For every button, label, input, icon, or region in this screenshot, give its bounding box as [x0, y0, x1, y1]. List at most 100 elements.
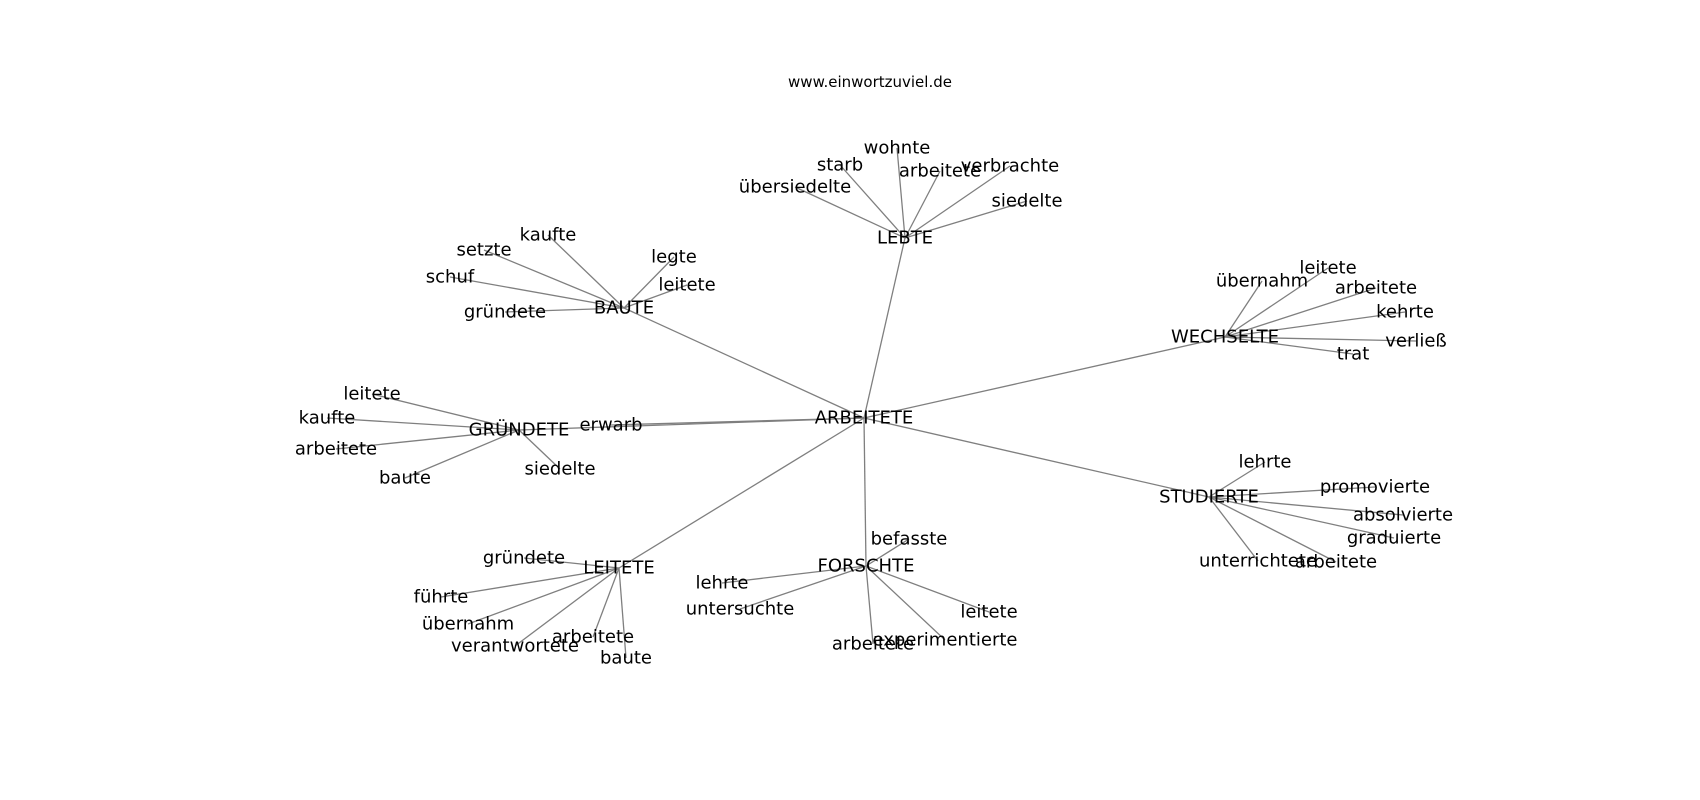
edge-root-studierte [863, 417, 1210, 498]
edge-gruendete-2 [335, 429, 520, 450]
edge-leitete-1 [440, 567, 620, 598]
edge-leitete-5 [618, 567, 627, 659]
hub-node-wechselte: WECHSELTE [1171, 327, 1279, 348]
edge-wechselte-2 [1224, 287, 1377, 338]
edge-baute-4 [623, 256, 675, 309]
edge-forschte-4 [865, 565, 946, 641]
site-title: www.einwortzuviel.de [788, 73, 952, 91]
edge-root-wechselte [863, 336, 1226, 419]
edge-leitete-0 [523, 557, 620, 569]
leaf-node-wechselte-5: trat [1337, 344, 1370, 365]
edge-lebte-5 [904, 200, 1028, 239]
edge-root-baute [623, 307, 865, 419]
leaf-node-studierte-2: absolvierte [1353, 505, 1453, 526]
labels-layer: www.einwortzuviel.de ARBEITETE LEBTE übers… [295, 73, 1453, 669]
leaf-node-wechselte-4: verließ [1385, 331, 1447, 352]
leaf-node-baute-2: schuf [426, 267, 475, 288]
hub-node-baute: BAUTE [594, 298, 654, 319]
edge-wechselte-4 [1224, 336, 1417, 342]
leaf-node-gruendete-3: baute [379, 468, 431, 489]
leaf-node-baute-5: leitete [658, 275, 715, 296]
edge-studierte-3 [1208, 496, 1395, 539]
edge-studierte-0 [1208, 461, 1266, 498]
leaf-node-lebte-4: verbrachte [961, 156, 1059, 177]
edge-leitete-4 [592, 567, 620, 638]
edge-gruendete-4 [518, 429, 561, 470]
leaf-node-forschte-3: arbeitete [832, 634, 914, 655]
leaf-node-forschte-5: leitete [960, 602, 1017, 623]
edge-root-gruendete [518, 417, 865, 431]
leaf-node-baute-0: kaufte [520, 225, 577, 246]
edge-leitete-3 [514, 567, 620, 647]
edge-studierte-1 [1208, 486, 1376, 498]
leaf-node-studierte-0: lehrte [1238, 452, 1291, 473]
edge-gruendete-0 [371, 393, 520, 431]
leaf-node-forschte-1: lehrte [695, 573, 748, 594]
edge-wechselte-1 [1224, 267, 1329, 338]
leaf-node-lebte-2: wohnte [864, 138, 931, 159]
leaf-node-lebte-5: siedelte [991, 191, 1062, 212]
edge-root-lebte [863, 237, 906, 419]
edge-baute-1 [483, 249, 625, 309]
hub-node-gruendete: GRÜNDETE [469, 419, 570, 441]
leaf-node-leitete-3: verantwortete [451, 636, 579, 657]
edge-root-leitete [618, 417, 865, 569]
edge-baute-0 [547, 234, 625, 309]
edge-forschte-0 [865, 538, 910, 567]
edge-leitete-2 [467, 567, 620, 625]
edge-baute-3 [504, 307, 625, 313]
edge-forschte-1 [721, 565, 867, 584]
hub-node-studierte: STUDIERTE [1159, 487, 1259, 508]
leaf-node-lebte-0: übersiedelte [739, 177, 851, 198]
leaf-node-studierte-3: graduierte [1347, 528, 1441, 549]
edge-forschte-5 [865, 565, 990, 613]
edge-gruendete-3 [404, 429, 520, 479]
edge-studierte-4 [1208, 496, 1337, 563]
edge-lebte-2 [896, 147, 906, 239]
leaf-node-baute-3: gründete [464, 302, 546, 323]
edge-wechselte-3 [1224, 311, 1406, 338]
leaf-node-forschte-2: untersuchte [686, 599, 795, 620]
leaf-node-forschte-4: experimentierte [873, 630, 1018, 651]
leaf-node-studierte-1: promovierte [1320, 477, 1430, 498]
edge-forschte-2 [739, 565, 867, 610]
edge-lebte-1 [839, 164, 906, 239]
leaf-node-wechselte-1: leitete [1299, 258, 1356, 279]
leaf-node-gruendete-2: arbeitete [295, 439, 377, 460]
hub-node-erwarb: erwarb [579, 415, 642, 436]
leaf-node-lebte-3: arbeitete [899, 161, 981, 182]
edge-lebte-4 [904, 165, 1011, 239]
leaf-node-baute-4: legte [651, 247, 697, 268]
edge-gruendete-1 [326, 417, 520, 431]
leaf-node-studierte-4: arbeitete [1295, 552, 1377, 573]
edge-baute-5 [623, 284, 688, 309]
leaf-node-leitete-2: übernahm [422, 614, 514, 635]
edge-studierte-5 [1208, 496, 1259, 562]
edge-studierte-2 [1208, 496, 1404, 516]
edge-wechselte-0 [1224, 280, 1263, 338]
leaf-node-gruendete-4: siedelte [524, 459, 595, 480]
hub-node-leitete: LEITETE [583, 558, 654, 579]
leaf-node-wechselte-0: übernahm [1216, 271, 1308, 292]
edge-forschte-3 [865, 565, 874, 645]
edge-lebte-0 [794, 186, 906, 239]
leaf-node-leitete-1: führte [414, 587, 469, 608]
hub-node-forschte: FORSCHTE [818, 556, 915, 577]
hub-node-lebte: LEBTE [877, 228, 933, 249]
edges-layer [326, 147, 1417, 659]
leaf-node-lebte-1: starb [817, 155, 863, 176]
leaf-node-leitete-0: gründete [483, 548, 565, 569]
leaf-node-gruendete-1: kaufte [299, 408, 356, 429]
leaf-node-gruendete-0: leitete [343, 384, 400, 405]
leaf-node-wechselte-3: kehrte [1376, 302, 1434, 323]
root-node: ARBEITETE [815, 408, 914, 429]
leaf-node-baute-1: setzte [456, 240, 511, 261]
edge-lebte-3 [904, 170, 941, 239]
leaf-node-leitete-5: baute [600, 648, 652, 669]
edge-baute-2 [449, 276, 625, 309]
edge-wechselte-5 [1224, 336, 1354, 355]
leaf-node-forschte-0: befasste [871, 529, 948, 550]
leaf-node-studierte-5: unterrichtete [1199, 551, 1317, 572]
leaf-node-wechselte-2: arbeitete [1335, 278, 1417, 299]
